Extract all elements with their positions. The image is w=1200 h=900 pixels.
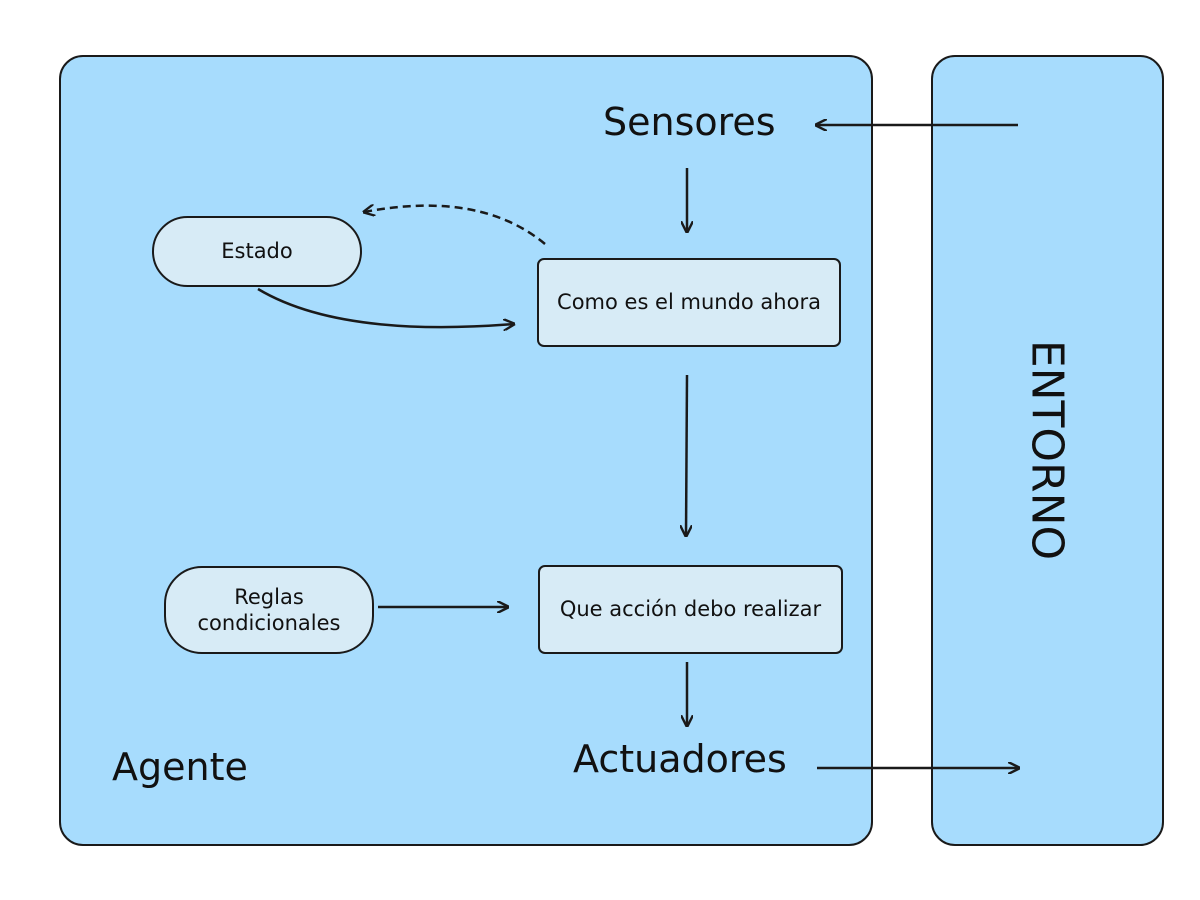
environment-panel (931, 55, 1164, 846)
actuators-label: Actuadores (573, 737, 787, 781)
state-node-label: Estado (221, 239, 293, 264)
world-now-node-label: Como es el mundo ahora (557, 290, 821, 315)
rules-node: Reglas condicionales (164, 566, 374, 654)
agent-panel (59, 55, 873, 846)
rules-node-label: Reglas condicionales (197, 584, 341, 635)
environment-label: ENTORNO (1021, 339, 1073, 561)
state-node: Estado (152, 216, 362, 287)
action-node-label: Que acción debo realizar (559, 597, 822, 622)
action-node: Que acción debo realizar (538, 565, 843, 654)
agent-label: Agente (112, 745, 248, 789)
world-now-node: Como es el mundo ahora (537, 258, 841, 347)
sensors-label: Sensores (603, 100, 776, 144)
